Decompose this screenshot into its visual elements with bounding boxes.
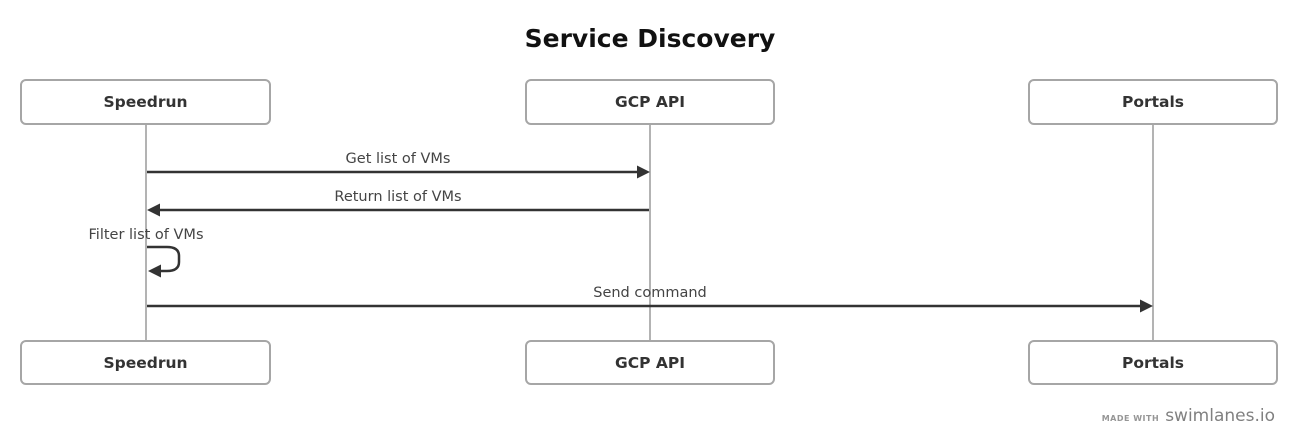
message-label: Get list of VMs	[345, 151, 451, 167]
actor-box-bottom-portals: Portals	[1028, 340, 1278, 385]
actor-box-bottom-speedrun: Speedrun	[20, 340, 271, 385]
lifeline-portals	[1152, 125, 1154, 340]
message-arrow-return-list-of-vms	[147, 203, 649, 217]
actor-box-top-speedrun: Speedrun	[20, 79, 271, 125]
actor-label: Speedrun	[103, 93, 188, 111]
actor-label: Portals	[1121, 93, 1185, 111]
actor-label: Portals	[1121, 353, 1185, 372]
lifeline-gcp-api	[649, 125, 651, 340]
message-arrow-filter-list-of-vms-self-loop	[147, 245, 181, 278]
attribution-footer: MADE WITH swimlanes.io	[1102, 406, 1275, 426]
message-label: Return list of VMs	[334, 189, 462, 205]
actor-box-bottom-gcp-api: GCP API	[525, 340, 775, 385]
made-with-text: MADE WITH	[1101, 414, 1160, 423]
actor-label: GCP API	[615, 353, 685, 372]
message-arrow-get-list-of-vms	[147, 165, 650, 179]
actor-box-top-gcp-api: GCP API	[525, 79, 775, 125]
message-label: Filter list of VMs	[88, 227, 204, 243]
message-label: Send command	[593, 285, 707, 301]
message-arrow-send-command	[147, 299, 1153, 313]
actor-label: GCP API	[615, 93, 685, 111]
lifeline-speedrun	[145, 125, 147, 340]
diagram-title: Service Discovery	[524, 24, 776, 53]
swimlanes-brand-link[interactable]: swimlanes.io	[1165, 406, 1275, 426]
actor-label: Speedrun	[103, 353, 188, 372]
actor-box-top-portals: Portals	[1028, 79, 1278, 125]
